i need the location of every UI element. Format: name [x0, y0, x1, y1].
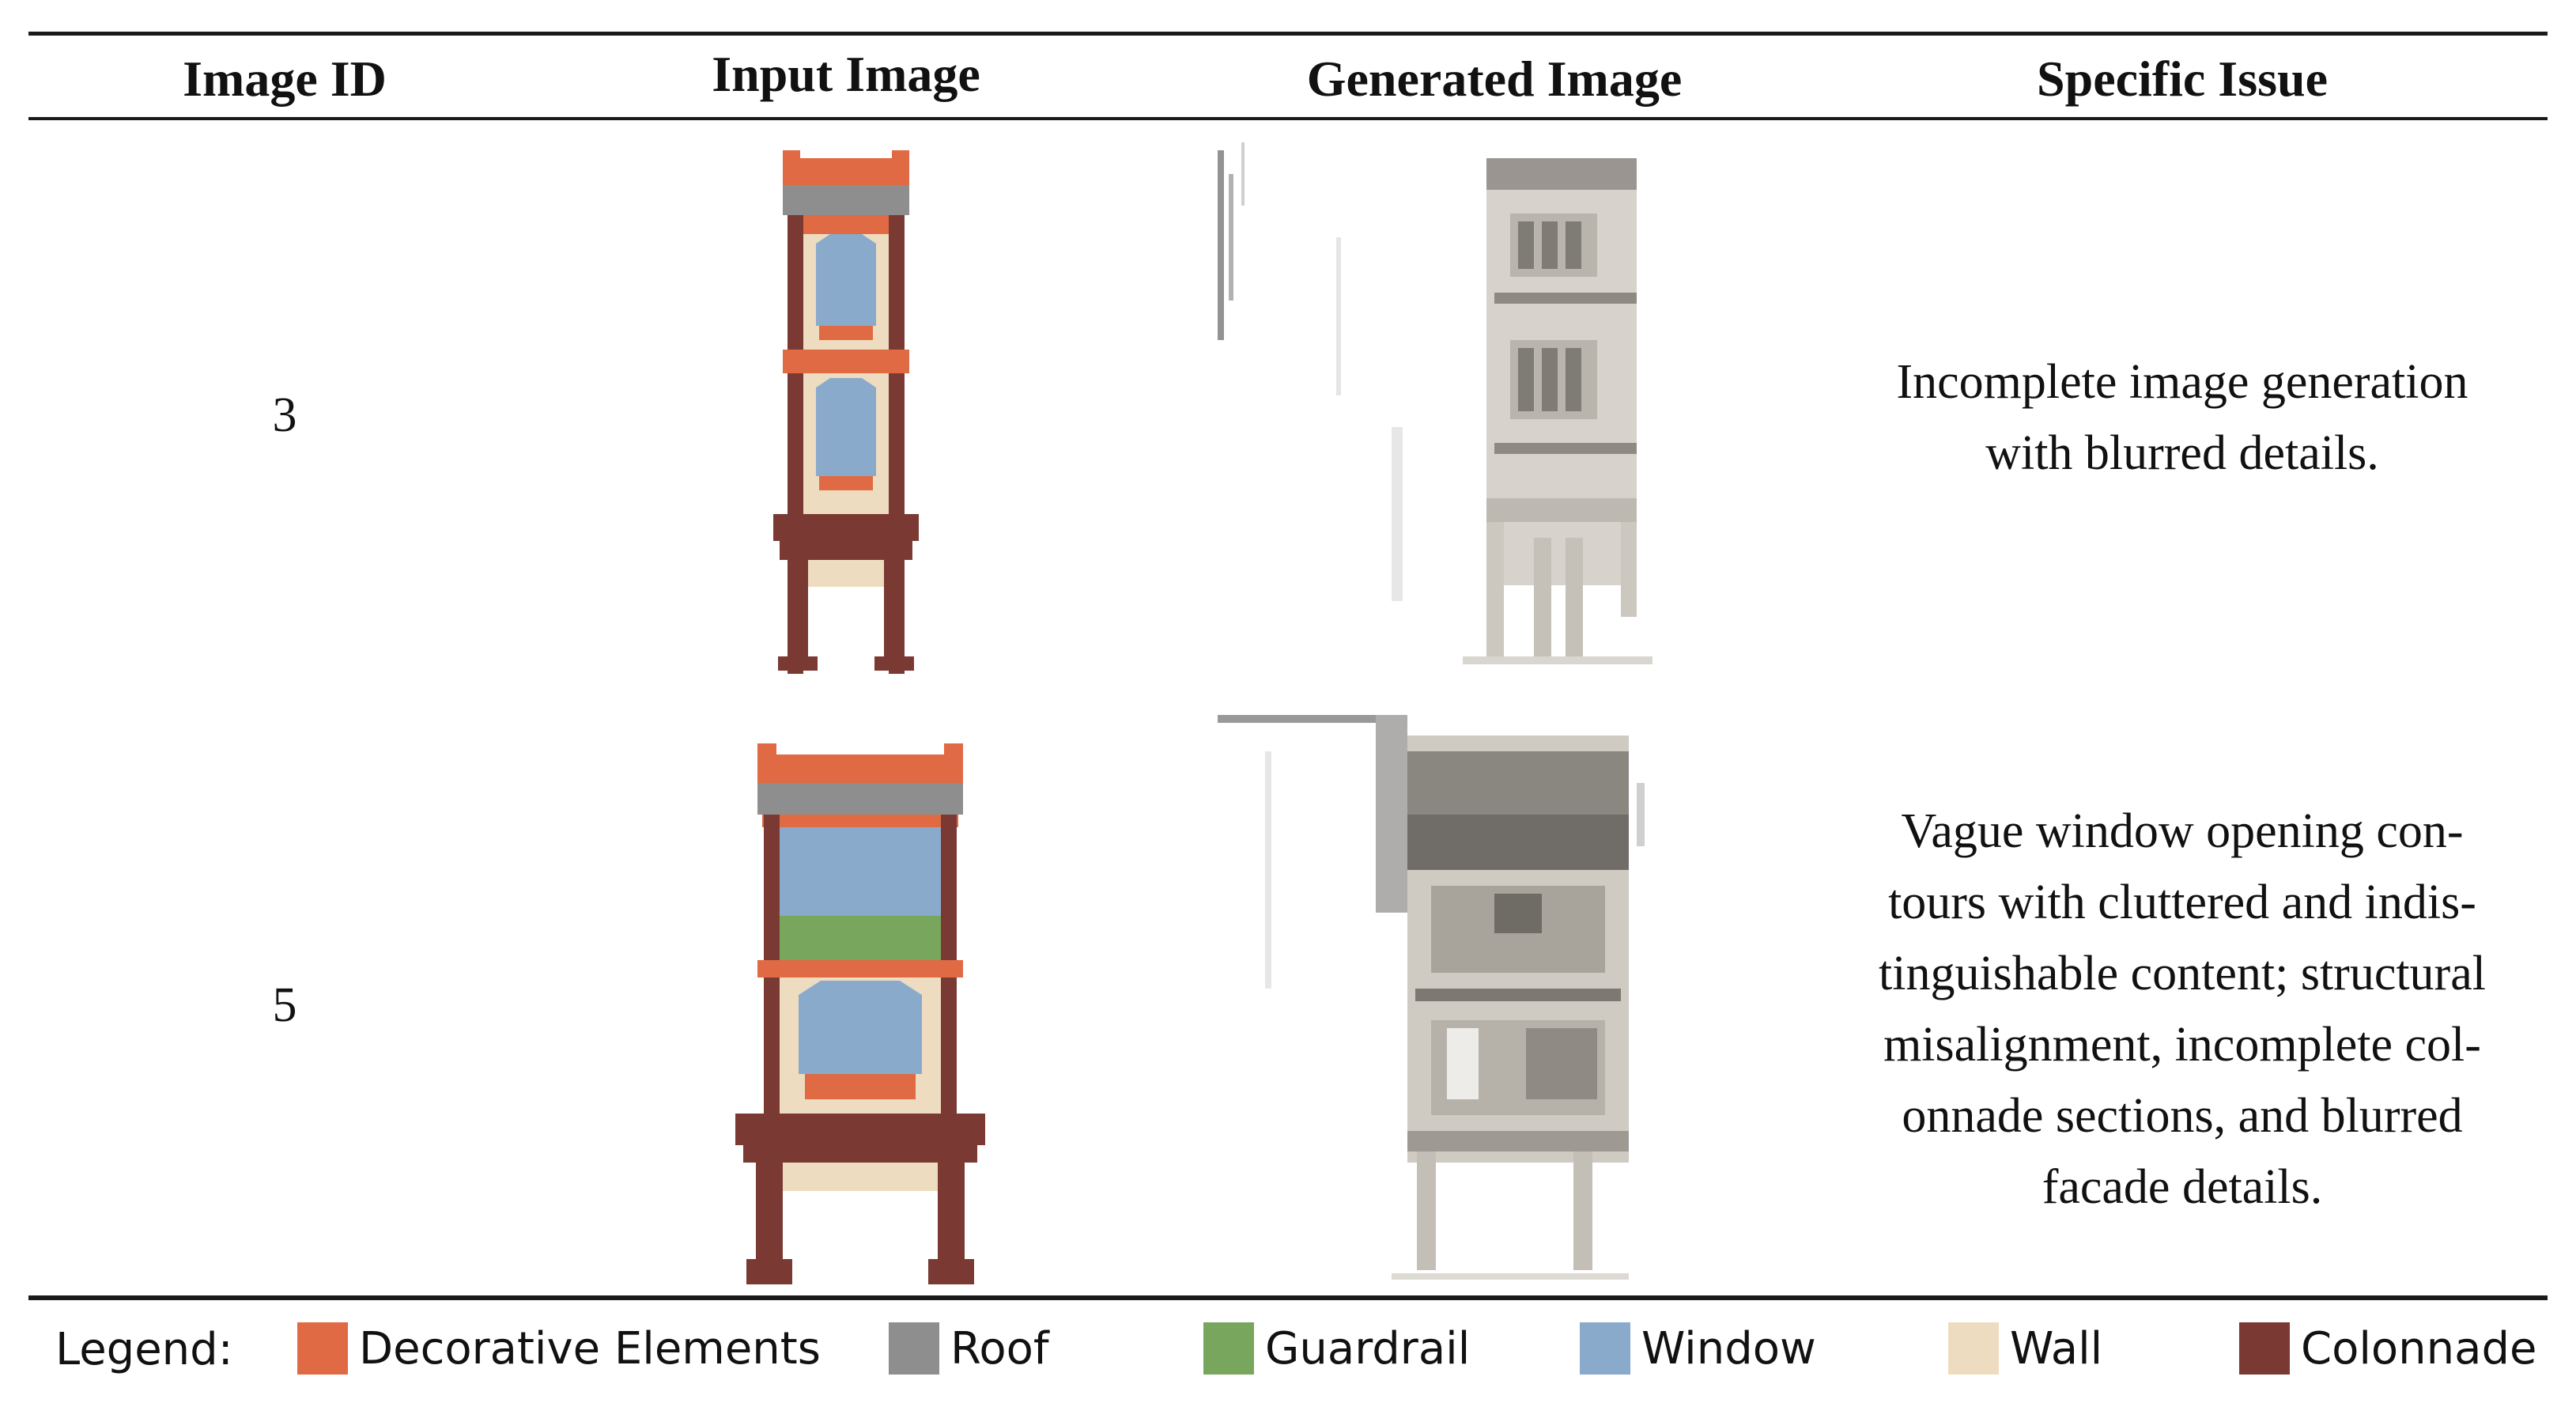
legend-swatch: [1948, 1322, 1999, 1375]
legend-item-window: Window: [1580, 1322, 1816, 1375]
row2-issue-line: misalignment, incomplete col-: [1883, 1018, 2481, 1072]
window: [799, 981, 922, 1074]
decorative-element: [762, 815, 958, 827]
legend: Legend: Decorative Elements Roof Guardra…: [28, 1313, 2548, 1384]
legend-item-colonnade: Colonnade: [2239, 1322, 2536, 1375]
legend-swatch: [1580, 1322, 1630, 1375]
decorative-element: [757, 960, 963, 978]
row2-input-image: [735, 743, 985, 1284]
decorative-element: [757, 743, 776, 758]
colonnade: [938, 1163, 965, 1265]
roof: [783, 185, 909, 215]
decorative-element: [944, 743, 963, 758]
legend-swatch: [297, 1322, 348, 1375]
roof: [757, 783, 963, 815]
row1-issue: Incomplete image generation with blurred…: [1819, 346, 2546, 489]
colonnade: [756, 1163, 783, 1265]
row2-issue-line: tinguishable content; structural: [1879, 947, 2486, 1000]
header-image-id: Image ID: [183, 51, 387, 107]
legend-item-label: Wall: [2010, 1322, 2103, 1375]
decorative-element: [783, 350, 909, 373]
guardrail: [780, 916, 941, 960]
colonnade: [780, 541, 912, 560]
legend-item-label: Guardrail: [1265, 1322, 1471, 1375]
colonnade: [874, 656, 914, 671]
legend-swatch: [1203, 1322, 1254, 1375]
decorative-element: [819, 326, 873, 340]
colonnade: [928, 1259, 974, 1284]
decorative-element: [783, 150, 800, 161]
table-bottom-rule: [28, 1295, 2548, 1300]
header-generated-image: Generated Image: [1306, 51, 1683, 107]
decorative-element: [892, 150, 909, 161]
decorative-element: [805, 1074, 916, 1099]
colonnade: [884, 560, 905, 663]
legend-swatch: [2239, 1322, 2290, 1375]
colonnade: [788, 560, 808, 663]
row2-image-id: 5: [272, 978, 297, 1032]
legend-swatch: [889, 1322, 939, 1375]
legend-item-label: Roof: [950, 1322, 1049, 1375]
row1-image-id: 3: [272, 388, 297, 442]
row1-issue-line: with blurred details.: [1985, 426, 2379, 480]
decorative-element: [819, 476, 873, 490]
row2-issue-line: Vague window opening con-: [1901, 804, 2464, 858]
colonnade: [746, 1259, 792, 1284]
row1-input-image: [773, 150, 919, 674]
colonnade: [735, 1114, 985, 1145]
legend-item-wall: Wall: [1948, 1322, 2102, 1375]
colonnade: [773, 514, 919, 541]
table-top-rule: [28, 32, 2548, 36]
row2-issue-line: onnade sections, and blurred: [1902, 1089, 2463, 1143]
row1-generated-image: [1194, 127, 1779, 688]
decorative-element: [757, 754, 963, 786]
header-specific-issue: Specific Issue: [2037, 51, 2328, 107]
header-input-image: Input Image: [712, 46, 980, 102]
window: [816, 234, 876, 326]
legend-item-label: Decorative Elements: [359, 1322, 821, 1375]
legend-item-label: Colonnade: [2301, 1322, 2537, 1375]
row2-issue-line: facade details.: [2042, 1160, 2323, 1214]
row1-issue-line: Incomplete image generation: [1896, 355, 2468, 409]
table-header-rule: [28, 117, 2548, 120]
legend-item-decorative-elements: Decorative Elements: [297, 1322, 821, 1375]
window: [816, 378, 876, 476]
window: [780, 827, 941, 916]
legend-item-guardrail: Guardrail: [1203, 1322, 1470, 1375]
decorative-element: [791, 215, 901, 234]
legend-label: Legend:: [55, 1324, 233, 1375]
decorative-element: [783, 158, 909, 190]
row2-issue: Vague window opening con- tours with clu…: [1819, 796, 2546, 1223]
legend-item-label: Window: [1641, 1322, 1816, 1375]
legend-item-roof: Roof: [889, 1322, 1049, 1375]
row2-generated-image: [1194, 704, 1779, 1289]
colonnade: [778, 656, 818, 671]
colonnade: [743, 1145, 977, 1163]
row2-issue-line: tours with cluttered and indis-: [1888, 875, 2476, 929]
